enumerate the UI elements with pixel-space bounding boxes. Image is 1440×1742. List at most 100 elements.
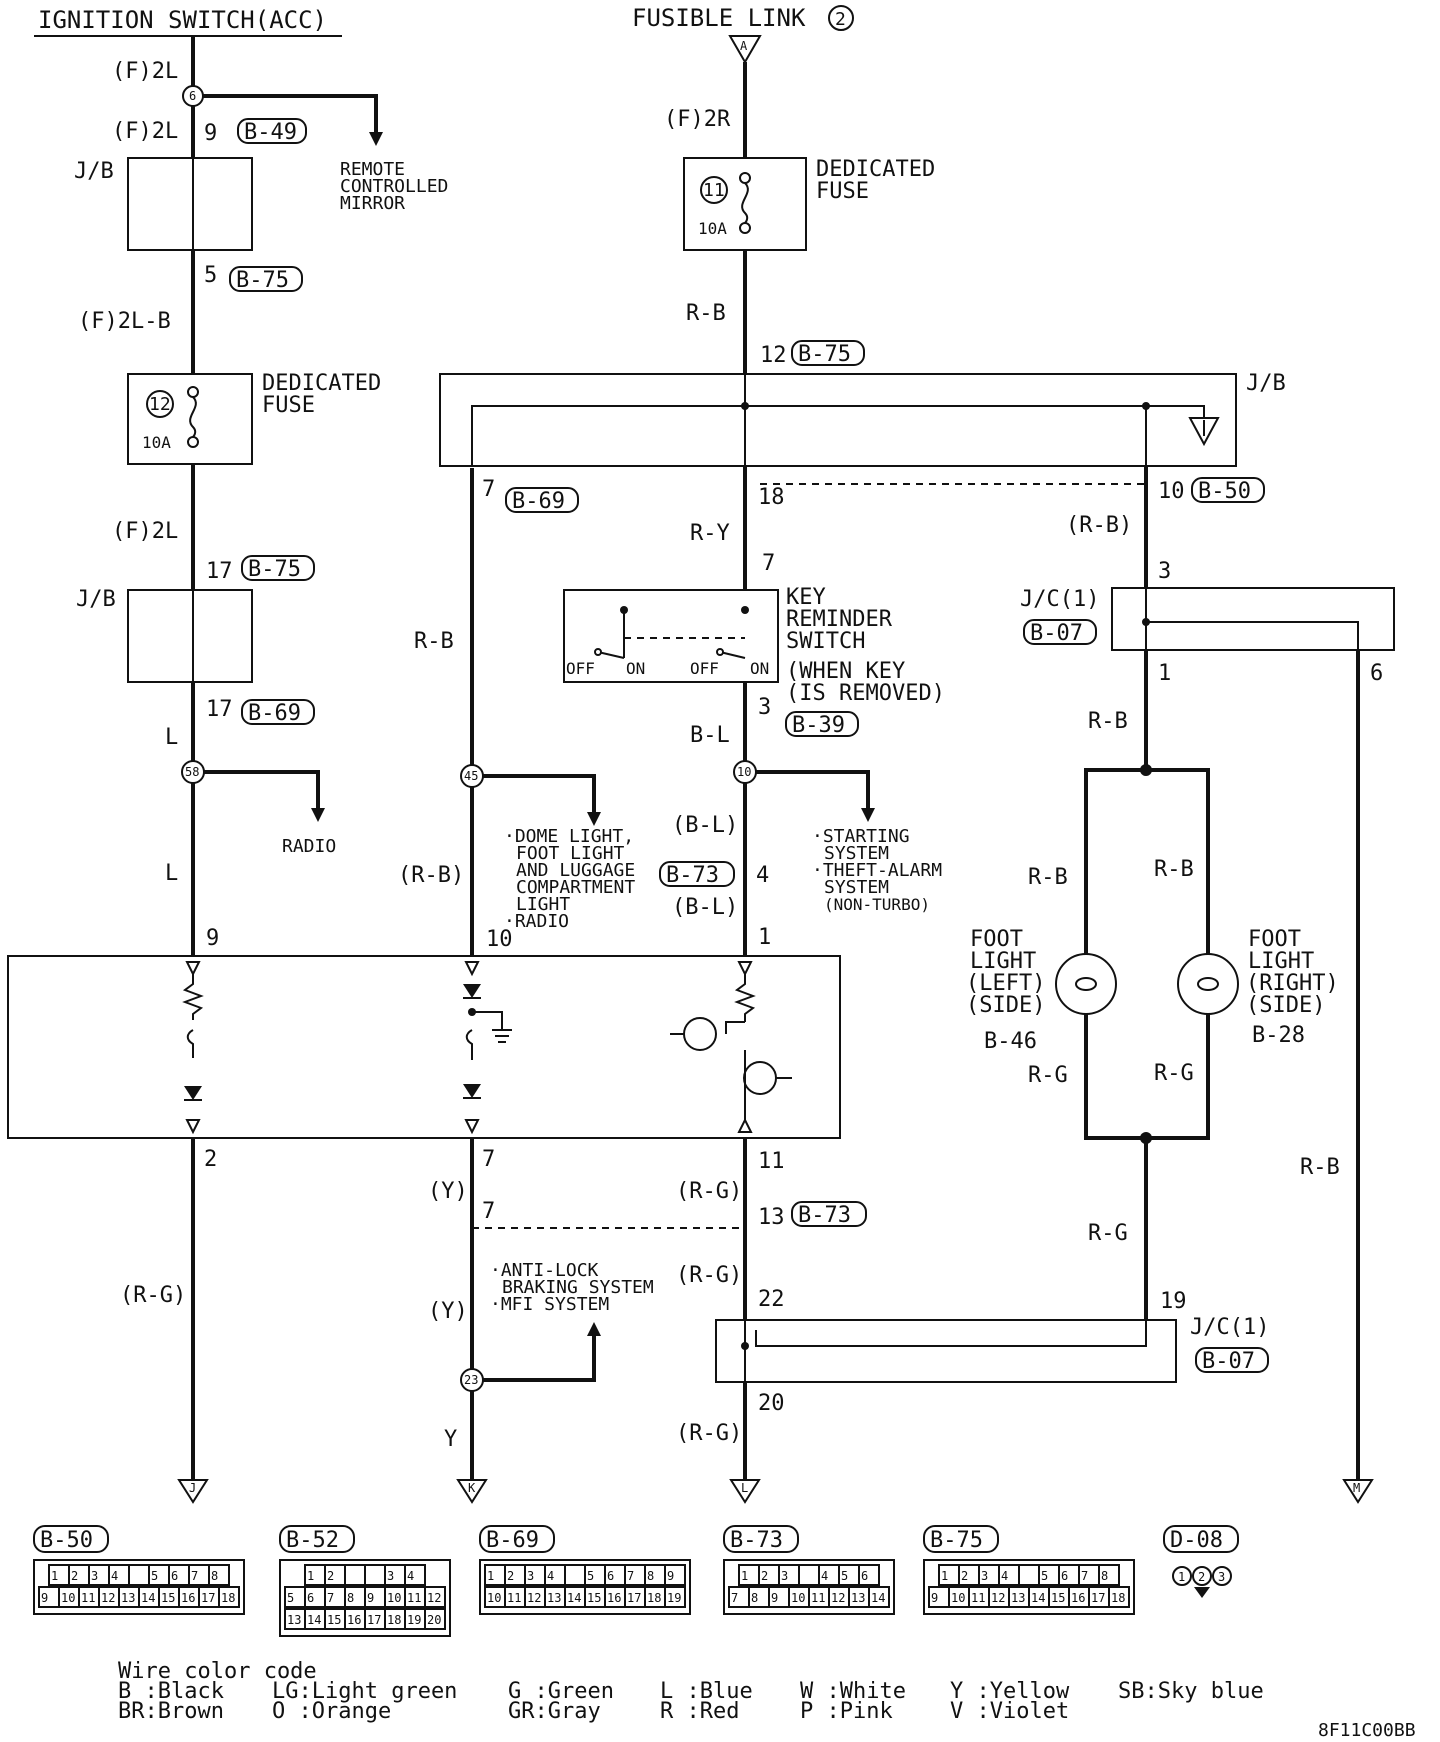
junction-block-3 [439,373,1237,467]
fuse-11-number-circle [700,176,728,204]
legend-b50-pin: 7 [191,1569,198,1583]
legend-d08-pin: 2 [1198,1570,1205,1584]
pin-10: 10 [486,927,513,952]
legend-b69-pin: 11 [507,1591,521,1605]
legend-b75-pin: 12 [991,1591,1005,1605]
legend-b75-pin: 2 [961,1569,968,1583]
legend-b75-pin: 15 [1051,1591,1065,1605]
legend-b73-pin: 13 [851,1591,865,1605]
legend-b52-cell [424,1608,446,1630]
wire-color-code-title: Wire color code [118,1659,317,1684]
cu-link-1 [186,1029,194,1058]
legend-b50-cell [218,1586,240,1608]
legend-b69-pin: 8 [647,1569,654,1583]
wire-label-ry: R-Y [690,521,730,546]
fusible-link-label: FUSIBLE LINK [632,4,806,32]
legend-b69-pin: 15 [587,1591,601,1605]
legend-b73-pin: 1 [741,1569,748,1583]
legend-b69-pin: 1 [487,1569,494,1583]
wire-color-code-entry: W :White [800,1679,906,1704]
legend-b69-pin: 2 [507,1569,514,1583]
wire-label-y-p1: (Y) [428,1179,468,1204]
legend-b52-cell [404,1564,426,1586]
jc-bottom-internal [755,1320,1147,1347]
conn-b69b: B-69 [512,489,565,514]
krs-on-2: ON [750,659,769,678]
wire-color-code-entry: LG:Light green [272,1679,457,1704]
legend-b52-pin: 14 [307,1613,321,1627]
legend-b52-pin: 20 [427,1613,441,1627]
legend-b52-pin: 4 [407,1569,414,1583]
legend-b50-pin: 9 [41,1591,48,1605]
legend-d08-pin-circle [1192,1566,1212,1586]
foot-right-id: B-28 [1252,1023,1305,1048]
wire-label-f2l-3: (F)2L [112,519,178,544]
conn-b75c: B-75 [798,342,851,367]
remote-mirror-label-3: MIRROR [340,193,405,214]
joint-connector-top [1111,587,1395,651]
wire-label-rb-right-p: (R-B) [1066,513,1132,538]
legend-b73-label-box [723,1525,799,1553]
wire-label-f2l-1: (F)2L [112,59,178,84]
wire-label-bl-p2: (B-L) [672,895,738,920]
conn-b39: B-39 [792,713,845,738]
wire-label-rg-left: (R-G) [120,1283,186,1308]
jb-label-3: J/B [1246,371,1286,396]
legend-b69-pin: 18 [647,1591,661,1605]
legend-b52-pin: 9 [367,1591,374,1605]
legend-b75-pin: 16 [1071,1591,1085,1605]
conn-b75a: B-75 [236,268,289,293]
wire-color-code-entry: GR:Gray [508,1699,601,1724]
conn-b75b-box [241,555,315,581]
terminal-k: K [468,1481,476,1495]
wire-color-code-entry: O :Orange [272,1699,391,1724]
pin-7d: 7 [482,1199,495,1224]
abs-label-3: ·MFI SYSTEM [490,1294,609,1315]
splice-node-58-label: 58 [185,765,199,779]
pin-1: 1 [758,925,771,950]
dome-label-4: COMPARTMENT [516,877,635,898]
legend-b69-pin: 3 [527,1569,534,1583]
legend-b75-pin: 8 [1101,1569,1108,1583]
cu-transistor-1-lead [725,1021,745,1034]
pin-5: 5 [204,263,217,288]
legend-b50-pin: 1 [51,1569,58,1583]
pin-7: 7 [482,477,495,502]
wire-label-rb-mid: R-B [414,629,454,654]
legend-d08-pin: 1 [1178,1570,1185,1584]
legend-d08-pin: 3 [1218,1570,1225,1584]
cu-ground-lead [472,1011,503,1030]
foot-left-label-1: FOOT [970,927,1023,952]
wire-label-rg-p1: (R-G) [676,1179,742,1204]
wire-color-code-entry: G :Green [508,1679,614,1704]
foot-left-id: B-46 [984,1029,1037,1054]
conn-b75b: B-75 [248,557,301,582]
legend-b73-pin: 9 [771,1591,778,1605]
legend-b50-pin: 16 [181,1591,195,1605]
legend-b52-pin: 11 [407,1591,421,1605]
conn-b39-box [785,711,859,737]
legend-b73-cell [868,1586,890,1608]
conn-b07a-box [1023,619,1097,645]
krs-pivot-1 [594,648,602,656]
wire-label-rg-lamp-r: R-G [1154,1061,1194,1086]
wire-color-code-entry: R :Red [660,1699,739,1724]
fuse-12-amp: 10A [142,433,171,452]
terminal-l: L [741,1481,748,1495]
legend-b52-pin: 19 [407,1613,421,1627]
legend-b73-label: B-73 [730,1528,783,1553]
figure-id: 8F11C00BB [1318,1720,1416,1741]
conn-b75a-box [229,266,303,292]
legend-d08-label-box [1163,1525,1239,1553]
dedicated-fuse-2b-label: FUSE [816,179,869,204]
wire-label-rg-p2: (R-G) [676,1263,742,1288]
legend-b50-pin: 8 [211,1569,218,1583]
conn-b69a: B-69 [248,701,301,726]
start-label-5: (NON-TURBO) [824,895,930,914]
legend-b69-pin: 13 [547,1591,561,1605]
legend-b50-pin: 17 [201,1591,215,1605]
remote-mirror-label-2: CONTROLLED [340,176,448,197]
legend-b69-pin: 9 [667,1569,674,1583]
